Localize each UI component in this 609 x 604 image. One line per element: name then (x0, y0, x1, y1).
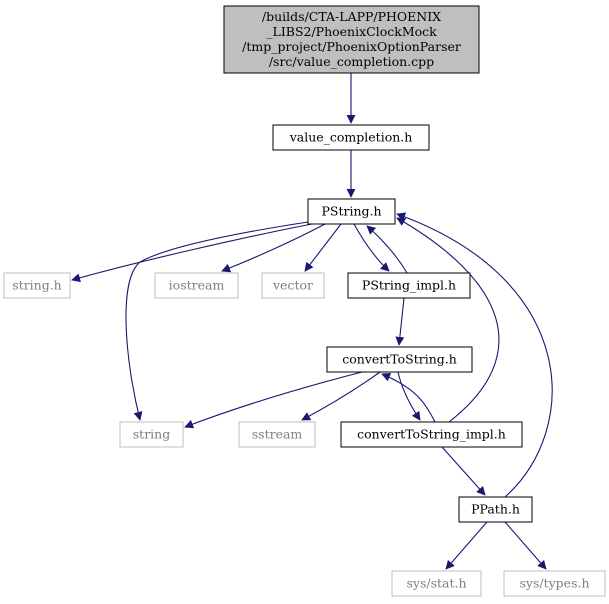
edge-pstring_h-to-string (125, 221, 309, 421)
node-label: string.h (12, 278, 62, 293)
edge-pstring_h-to-vector (304, 223, 342, 272)
node-label: iostream (169, 278, 225, 293)
node-box (326, 346, 473, 373)
node-vector: vector (261, 272, 325, 299)
node-label: /tmp_project/PhoenixOptionParser (242, 39, 461, 54)
node-sys_stat_h: sys/stat.h (391, 570, 482, 597)
node-converttostring_h[interactable]: convertToString.h (326, 346, 473, 373)
node-box (503, 570, 606, 597)
node-label: sys/types.h (519, 576, 589, 591)
node-box (391, 570, 482, 597)
node-label: /src/value_completion.cpp (269, 54, 434, 69)
node-pstring_h[interactable]: PString.h (307, 198, 396, 225)
edge-pstring_h-to-iostream (221, 223, 326, 273)
nodes-layer: /builds/CTA-LAPP/PHOENIX_LIBS2/PhoenixCl… (3, 5, 606, 597)
node-ppath_h[interactable]: PPath.h (458, 496, 533, 523)
edge-converttostring_h-to-converttostring_impl_h (397, 371, 421, 421)
node-label: _LIBS2/PhoenixClockMock (266, 24, 437, 39)
node-iostream: iostream (154, 272, 239, 299)
edge-pstring_h-to-string_h (71, 223, 313, 283)
edge-pstring_h-to-pstring_impl_h (353, 223, 390, 272)
node-root[interactable]: /builds/CTA-LAPP/PHOENIX_LIBS2/PhoenixCl… (223, 5, 480, 74)
node-label: PPath.h (471, 502, 520, 517)
edge-ppath_h-to-pstring_h (396, 212, 553, 498)
node-label: convertToString.h (342, 352, 457, 367)
node-label: convertToString_impl.h (357, 427, 506, 442)
node-label: PString_impl.h (362, 278, 456, 293)
node-box (238, 421, 316, 448)
edge-ppath_h-to-sys_types_h (504, 521, 547, 570)
edge-pstring_impl_h-to-pstring_h (366, 225, 408, 274)
node-box (340, 421, 523, 448)
node-box (261, 272, 325, 299)
node-box (223, 5, 480, 74)
node-label: sys/stat.h (406, 576, 466, 591)
edge-ppath_h-to-sys_stat_h (445, 521, 488, 570)
node-box (3, 272, 71, 299)
node-label: string (133, 427, 170, 442)
edges-layer (71, 73, 553, 570)
node-box (154, 272, 239, 299)
node-sys_types_h: sys/types.h (503, 570, 606, 597)
node-box (272, 124, 430, 151)
node-label: /builds/CTA-LAPP/PHOENIX (262, 9, 441, 24)
node-box (347, 272, 471, 299)
node-label: value_completion.h (289, 130, 413, 145)
node-label: PString.h (321, 204, 381, 219)
edge-converttostring_impl_h-to-ppath_h (441, 446, 486, 496)
node-label: vector (272, 278, 313, 293)
node-string_h: string.h (3, 272, 71, 299)
edge-converttostring_h-to-sstream (301, 371, 381, 421)
node-string: string (119, 421, 184, 448)
node-sstream: sstream (238, 421, 316, 448)
node-value_completion_h[interactable]: value_completion.h (272, 124, 430, 151)
node-box (307, 198, 396, 225)
node-box (458, 496, 533, 523)
edge-converttostring_impl_h-to-converttostring_h (381, 373, 436, 423)
edge-pstring_impl_h-to-converttostring_h (395, 297, 405, 346)
edge-converttostring_impl_h-to-pstring_h (396, 217, 500, 423)
node-pstring_impl_h[interactable]: PString_impl.h (347, 272, 471, 299)
node-label: sstream (252, 427, 303, 442)
node-box (119, 421, 184, 448)
node-converttostring_impl_h[interactable]: convertToString_impl.h (340, 421, 523, 448)
edge-converttostring_h-to-string (184, 371, 363, 429)
